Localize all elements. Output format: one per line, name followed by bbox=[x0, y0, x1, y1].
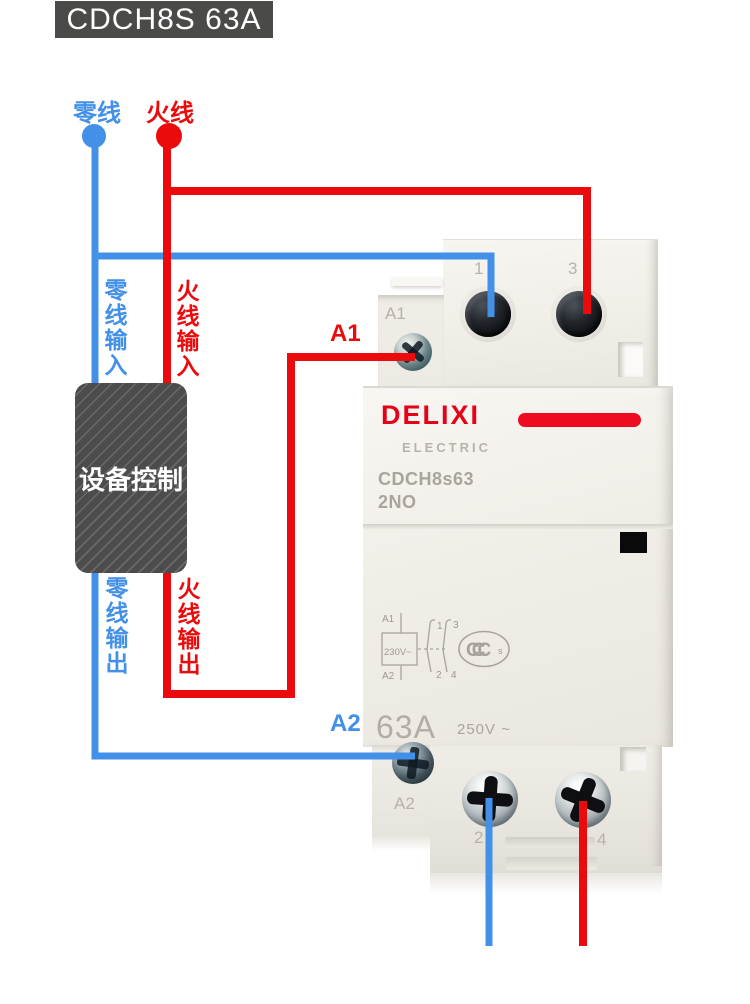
contactor-side-notch bbox=[618, 342, 643, 377]
contact-symbol-1 bbox=[426, 619, 436, 673]
contactor-step-highlight bbox=[392, 277, 442, 286]
a1-wire-tag: A1 bbox=[330, 320, 361, 347]
contacts-label: 2NO bbox=[378, 492, 417, 512]
terminal-4-screw bbox=[555, 772, 611, 828]
a2-step-fade bbox=[372, 835, 430, 851]
terminal-2-screw bbox=[462, 771, 518, 827]
vent-groove-top bbox=[505, 837, 595, 848]
model-label: CDCH8s63 bbox=[378, 469, 475, 489]
brand-sub-label: ELECTRIC bbox=[402, 440, 491, 455]
schematic-a2: A2 bbox=[382, 671, 395, 682]
device-control-box: 设备控制 bbox=[75, 383, 187, 573]
coil-a1-screw bbox=[394, 333, 432, 371]
live-legend-label: 火线 bbox=[146, 100, 194, 127]
terminal-4-print: 4 bbox=[597, 830, 607, 849]
body-groove bbox=[363, 524, 673, 529]
schematic-coil-voltage: 230V~ bbox=[384, 647, 412, 658]
terminal-1-screw bbox=[465, 291, 511, 337]
neutral-input-label: 零线输入 bbox=[101, 278, 127, 378]
ccc-mark: CCC bbox=[466, 640, 491, 661]
schematic-a1: A1 bbox=[382, 614, 395, 625]
device-control-label: 设备控制 bbox=[78, 464, 183, 495]
voltage-rating-print: 250V ~ bbox=[457, 721, 511, 738]
coil-a2-print: A2 bbox=[394, 794, 415, 813]
schematic-t2: 2 bbox=[436, 670, 442, 681]
schematic-t1: 1 bbox=[437, 621, 443, 632]
vent-groove-bottom bbox=[506, 857, 597, 870]
terminal-1-print: 1 bbox=[474, 259, 484, 278]
contact-symbol-2 bbox=[442, 619, 452, 673]
terminal-3-print: 3 bbox=[568, 259, 578, 278]
ccc-mark-s: s bbox=[498, 646, 503, 656]
brand-red-bar bbox=[518, 413, 641, 427]
terminal-2-print: 2 bbox=[474, 828, 484, 847]
printed-schematic: A1 230V~ A2 1 3 2 4 CCC s bbox=[381, 613, 510, 682]
schematic-t4: 4 bbox=[451, 670, 457, 681]
bottom-shadow-fade bbox=[430, 866, 662, 894]
schematic-t3: 3 bbox=[453, 620, 459, 631]
live-output-label: 火线输出 bbox=[174, 577, 200, 677]
coil-a2-screw bbox=[392, 742, 434, 784]
page-title: CDCH8S 63A bbox=[66, 2, 262, 36]
ccc-oval bbox=[458, 630, 510, 668]
a2-wire-tag: A2 bbox=[330, 710, 361, 737]
current-rating-print: 63A bbox=[376, 709, 436, 745]
status-window bbox=[620, 532, 647, 553]
neutral-output-label: 零线输出 bbox=[102, 576, 128, 676]
live-input-label: 火线输入 bbox=[173, 279, 199, 379]
terminal-3-screw bbox=[556, 291, 602, 337]
coil-a1-print: A1 bbox=[385, 304, 406, 323]
brand-logo: DELIXI bbox=[381, 400, 481, 430]
title-badge: CDCH8S 63A bbox=[55, 1, 273, 38]
bottom-side-notch bbox=[620, 747, 646, 771]
neutral-legend-label: 零线 bbox=[73, 100, 121, 127]
